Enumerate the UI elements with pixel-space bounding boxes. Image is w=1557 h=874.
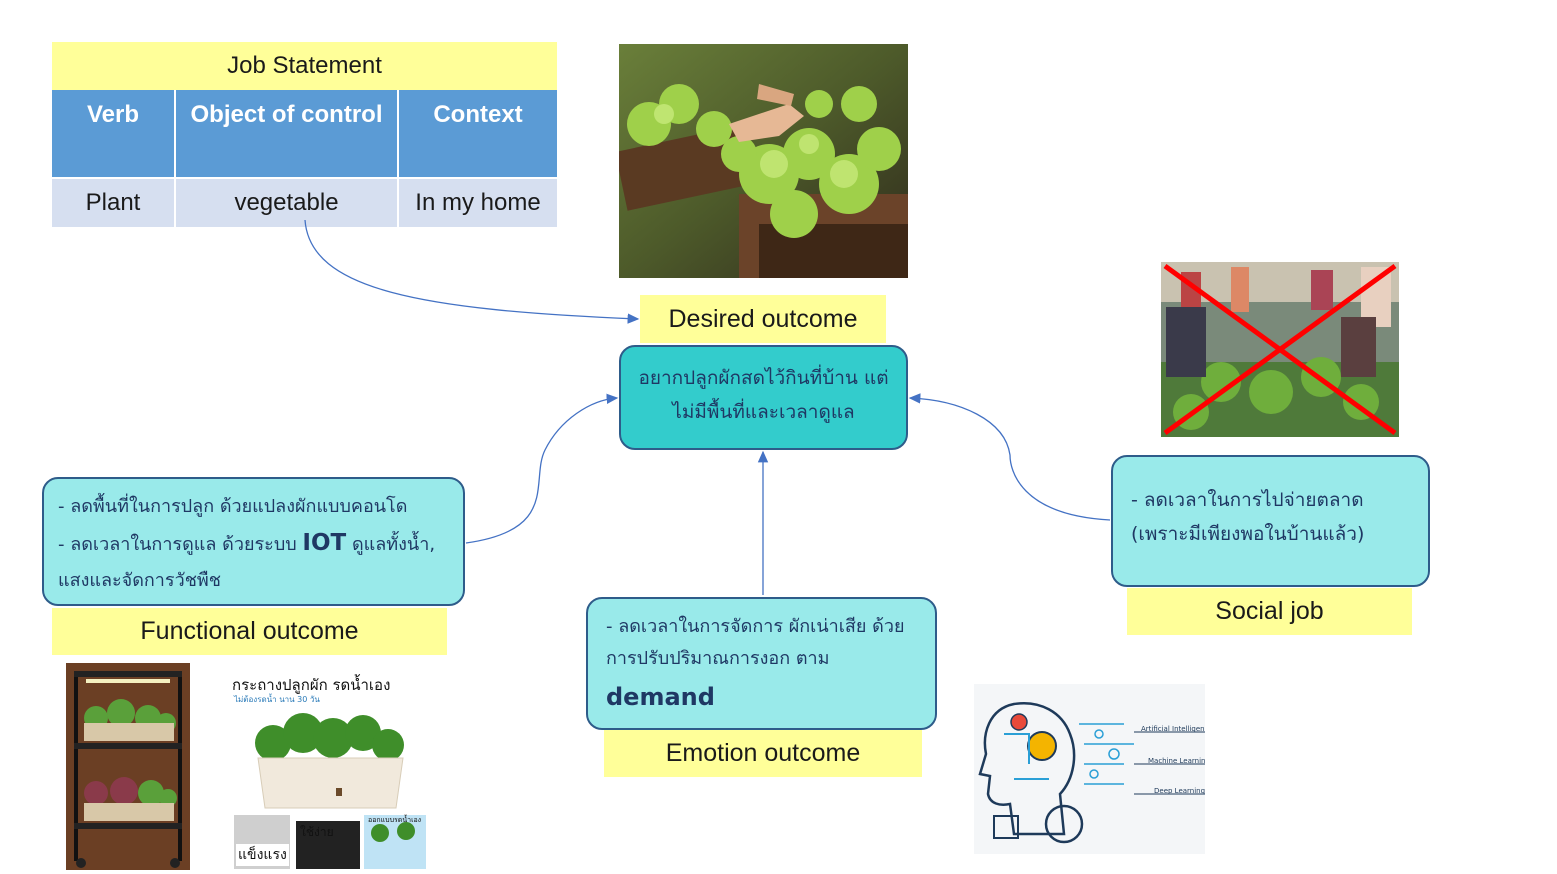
cell-object: vegetable <box>175 178 399 227</box>
header-object-of-control: Object of control <box>175 90 399 179</box>
emotion-line2: การปรับปริมาณการงอก ตาม <box>606 648 830 670</box>
functional-line2-tail: ดูแลทั้งน้ำ, <box>346 534 436 556</box>
desired-outcome-line1: อยากปลูกผักสดไว้กินที่บ้าน แต่ <box>638 367 889 389</box>
iot-text: IOT <box>302 530 347 557</box>
planter-subline: ไม่ต้องรดน้ำ นาน 30 วัน <box>234 695 320 704</box>
emotion-outcome-box: - ลดเวลาในการจัดการ ผักเน่าเสีย ด้วย การ… <box>586 597 937 730</box>
market-photo-crossed <box>1161 262 1399 437</box>
cell-context: In my home <box>398 178 557 227</box>
job-statement-title: Job Statement <box>52 42 557 90</box>
lettuce-photo <box>619 44 908 278</box>
functional-outcome-box: - ลดพื้นที่ในการปลูก ด้วยแปลงผักแบบคอนโด… <box>42 477 465 606</box>
emotion-line3-demand: demand <box>606 682 715 711</box>
header-context: Context <box>398 90 557 179</box>
emotion-outcome-label: Emotion outcome <box>604 730 922 777</box>
desired-outcome-label: Desired outcome <box>640 295 886 343</box>
planter-tag-strong: แข็งแรง <box>236 844 289 866</box>
planter-headline: กระถางปลูกผัก รดน้ำเอง <box>232 676 391 694</box>
social-line1: - ลดเวลาในการไปจ่ายตลาด <box>1131 489 1364 511</box>
self-watering-planter-ad: กระถางปลูกผัก รดน้ำเอง ไม่ต้องรดน้ำ นาน … <box>228 669 430 869</box>
arrow-job-to-desired <box>304 219 640 324</box>
functional-outcome-label: Functional outcome <box>52 608 447 655</box>
planter-tag-design: ออกแบบรดน้ำเอง <box>368 816 422 824</box>
social-job-box: - ลดเวลาในการไปจ่ายตลาด (เพราะมีเพียงพอใ… <box>1111 455 1430 587</box>
emotion-line1: - ลดเวลาในการจัดการ ผักเน่าเสีย ด้วย <box>606 616 905 637</box>
ai-label-deep-learning: Deep Learning <box>1154 787 1205 795</box>
arrow-functional-to-desired <box>465 393 619 544</box>
job-statement-table: Verb Object of control Context Plant veg… <box>52 90 557 227</box>
ai-graphic: Artificial Intelligence Machine Learning… <box>974 684 1205 854</box>
functional-line2-text: - ลดเวลาในการดูแล ด้วยระบบ <box>58 534 303 556</box>
desired-outcome-box: อยากปลูกผักสดไว้กินที่บ้าน แต่ ไม่มีพื้น… <box>619 345 908 450</box>
header-verb: Verb <box>52 90 176 179</box>
plant-shelf-photo <box>66 663 190 870</box>
ai-label-machine-learning: Machine Learning <box>1148 757 1205 765</box>
social-line2: (เพราะมีเพียงพอในบ้านแล้ว) <box>1131 523 1365 546</box>
arrow-social-to-desired <box>908 393 1111 521</box>
functional-line3: แสงและจัดการวัชพืช <box>58 569 221 591</box>
social-job-label: Social job <box>1127 588 1412 635</box>
cell-verb: Plant <box>52 178 176 227</box>
functional-line1: - ลดพื้นที่ในการปลูก ด้วยแปลงผักแบบคอนโด <box>58 496 408 517</box>
ai-label-artificial-intelligence: Artificial Intelligence <box>1141 725 1205 733</box>
planter-tag-easy: ใช้ง่าย <box>300 825 334 839</box>
functional-line2: - ลดเวลาในการดูแล ด้วยระบบ IOT ดูแลทั้งน… <box>58 523 449 564</box>
desired-outcome-line2: ไม่มีพื้นที่และเวลาดูแล <box>672 401 855 424</box>
